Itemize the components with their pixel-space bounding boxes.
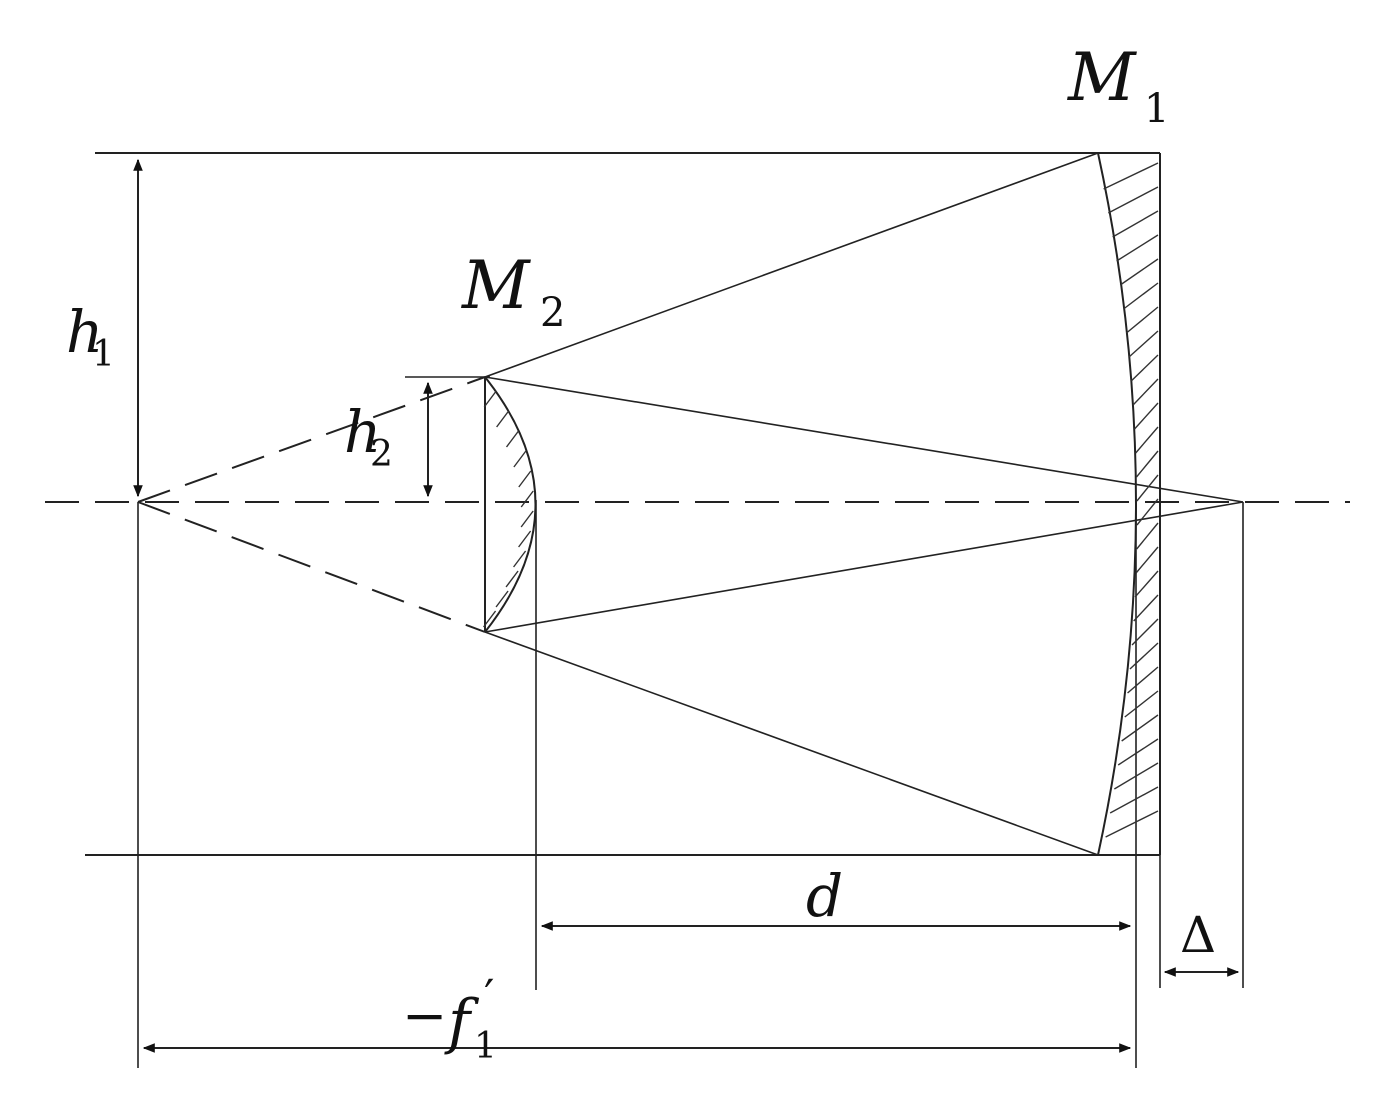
lower-virtual-ray xyxy=(137,501,486,633)
m1-hatch-line xyxy=(1129,642,1159,670)
m2-subscript: 2 xyxy=(540,290,565,336)
m1-hatch-line xyxy=(1132,378,1159,406)
m2-hatch-line xyxy=(483,610,497,628)
m2-hatch-line xyxy=(505,570,519,588)
m1-hatch-line xyxy=(1103,162,1159,190)
m2-hatch-line xyxy=(518,530,532,548)
h1-subscript: 1 xyxy=(92,334,115,375)
m2-hatch-line xyxy=(513,550,527,568)
upper-incoming-ray xyxy=(484,152,1099,378)
m1-mirror-surface xyxy=(1097,152,1137,856)
m1-hatch-line xyxy=(1135,426,1159,454)
m1-hatch-line xyxy=(1121,714,1159,742)
m1-hatch-line xyxy=(1109,786,1159,814)
h2-label: h xyxy=(344,398,381,466)
m1-hatch-line xyxy=(1123,282,1159,310)
h1-label: h xyxy=(66,298,103,366)
m1-hatch-line xyxy=(1125,306,1159,334)
m2-hatching xyxy=(483,390,534,628)
m2-label: M xyxy=(461,247,531,324)
m2-hatch-line xyxy=(520,490,534,508)
m1-hatch-line xyxy=(1127,666,1159,694)
m1-hatch-line xyxy=(1130,354,1159,382)
m2-hatch-line xyxy=(518,470,532,488)
f1-minus-sign: − xyxy=(402,984,447,1047)
m2-hatch-line xyxy=(495,590,509,608)
m1-hatch-line xyxy=(1133,594,1159,622)
m2-hatch-line xyxy=(483,390,497,408)
m1-hatch-line xyxy=(1112,210,1159,238)
m1-hatch-line xyxy=(1119,258,1159,286)
m1-hatch-line xyxy=(1105,810,1159,838)
m2-hatch-line xyxy=(505,430,520,448)
m1-hatch-line xyxy=(1136,498,1159,526)
lower-incoming-ray xyxy=(484,631,1099,856)
upper-converging-ray xyxy=(484,376,1244,503)
m1-hatch-line xyxy=(1136,522,1159,550)
m1-hatch-line xyxy=(1113,762,1159,790)
m1-subscript: 1 xyxy=(1144,86,1169,132)
m1-hatch-line xyxy=(1131,618,1159,646)
m2-mirror-surface xyxy=(484,376,537,633)
m1-hatch-line xyxy=(1107,186,1159,214)
m1-hatch-line xyxy=(1136,474,1159,502)
lower-converging-ray xyxy=(484,501,1244,633)
m1-hatch-line xyxy=(1134,570,1159,598)
d-label: d xyxy=(806,862,843,930)
m1-hatching xyxy=(1103,162,1159,838)
m2-hatch-line xyxy=(520,510,534,528)
m2-hatch-line xyxy=(496,410,510,428)
m1-hatch-line xyxy=(1117,738,1159,766)
m1-label: M xyxy=(1067,39,1137,116)
upper-virtual-ray xyxy=(137,376,486,503)
m1-hatch-line xyxy=(1124,690,1159,718)
m1-hatch-line xyxy=(1135,546,1159,574)
m1-hatch-line xyxy=(1135,450,1159,478)
h2-subscript: 2 xyxy=(370,434,393,475)
m2-hatch-line xyxy=(513,450,527,468)
m1-hatch-line xyxy=(1116,234,1159,262)
delta-label: Δ xyxy=(1180,906,1216,964)
m1-hatch-line xyxy=(1128,330,1159,358)
f1-subscript: 1 xyxy=(474,1026,497,1067)
f1-prime: ′ xyxy=(484,969,494,1023)
m1-hatch-line xyxy=(1134,402,1159,430)
